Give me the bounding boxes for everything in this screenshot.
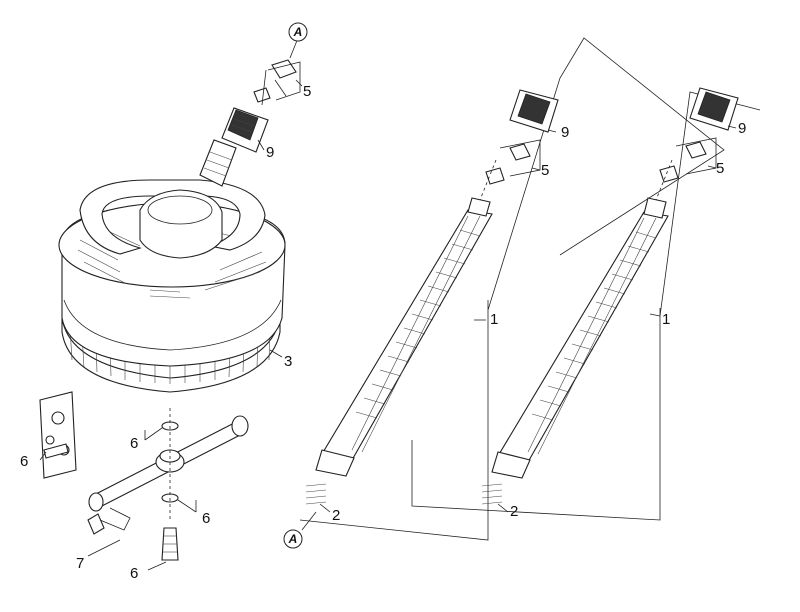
label-2-mid: 2 [332, 507, 340, 524]
ref-bottom-label: A [288, 532, 298, 546]
label-5-left: 5 [303, 83, 311, 100]
ref-marker-top: A [288, 22, 308, 42]
left-seal-set [253, 59, 301, 106]
label-6-d: 6 [130, 565, 138, 582]
label-6-a: 6 [130, 435, 138, 452]
label-5-mid: 5 [541, 162, 549, 179]
label-7: 7 [76, 555, 84, 572]
label-9-left: 9 [266, 144, 274, 161]
right-lance [411, 87, 761, 521]
label-6-c: 6 [202, 510, 210, 527]
label-1-mid: 1 [490, 311, 498, 328]
nozzle-bar-assembly [39, 391, 249, 571]
part-labels: 5 9 3 6 6 6 7 6 9 5 1 2 9 5 1 2 [20, 83, 746, 582]
label-3: 3 [284, 353, 292, 370]
label-9-mid: 9 [561, 124, 569, 141]
label-1-right: 1 [662, 311, 670, 328]
middle-lance [299, 37, 725, 541]
ref-top-label: A [293, 25, 303, 39]
label-9-right: 9 [738, 120, 746, 137]
label-6-b: 6 [20, 453, 28, 470]
surface-cleaner [58, 107, 286, 393]
ref-marker-bottom: A [283, 511, 317, 549]
label-5-right: 5 [716, 160, 724, 177]
label-2-right: 2 [510, 503, 518, 520]
